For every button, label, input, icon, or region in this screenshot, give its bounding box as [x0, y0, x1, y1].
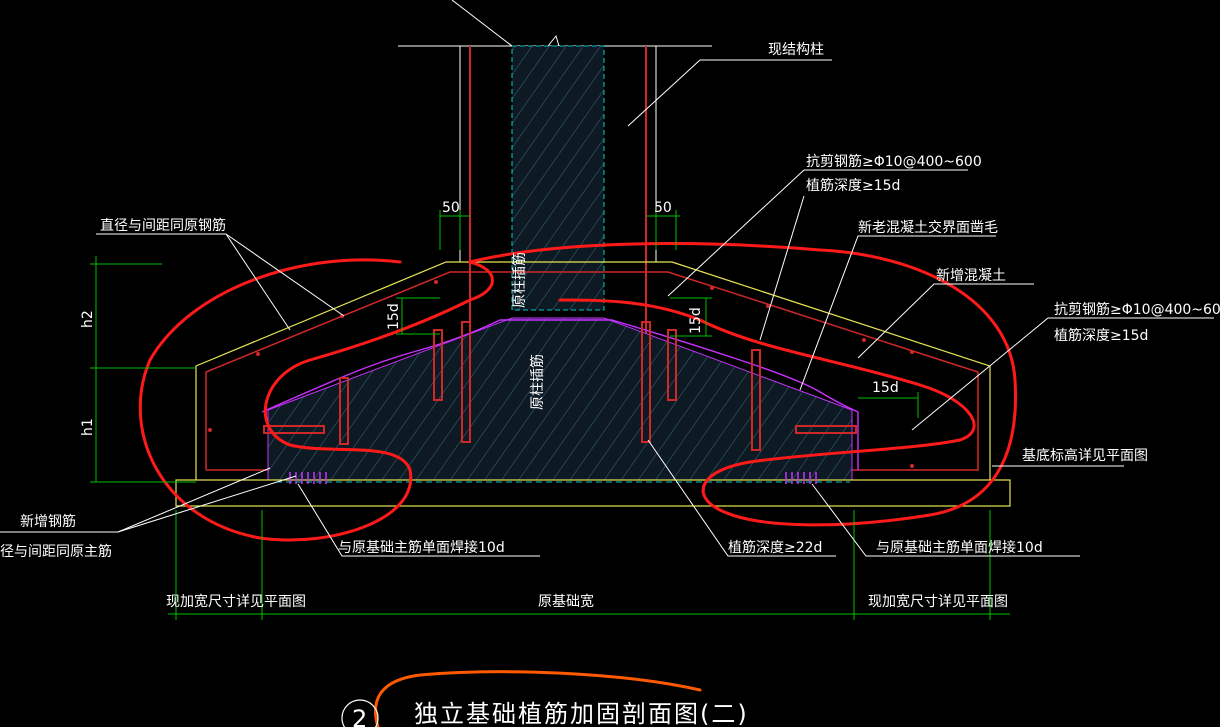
dim-h1: h1: [80, 418, 96, 436]
dim-h2: h2: [80, 310, 96, 328]
title-text: 独立基础植筋加固剖面图(二): [414, 700, 749, 727]
new-rebar-outline: [205, 271, 979, 471]
dowel-bars: [339, 321, 761, 451]
column-group: [398, 34, 712, 440]
anchor-depth-right-label: 植筋深度≥15d: [1054, 327, 1148, 344]
horizontal-bar-left: [263, 425, 325, 434]
shear-rebar-top-label: 抗剪钢筋≥Φ10@400~600: [806, 153, 982, 170]
weld-left: [289, 472, 327, 484]
weld-right: [785, 472, 817, 484]
dowel-bar: [461, 321, 471, 443]
dim-15d-left: 15d: [386, 303, 402, 330]
orig-col-label-mid: 原柱插筋: [529, 354, 546, 410]
orange-mark: [373, 670, 702, 727]
dowel-bar: [641, 321, 651, 443]
title-number: 2: [352, 705, 369, 727]
new-foundation-outline: [195, 261, 991, 480]
drawing-title: 2 独立基础植筋加固剖面图(二): [341, 699, 749, 727]
new-rebar-label: 新增钢筋: [20, 513, 76, 530]
original-foundation: [267, 317, 853, 481]
orig-col-label-top: 原柱插筋: [511, 252, 528, 308]
red-loop-left: [138, 258, 494, 542]
title-number-circle: [341, 699, 379, 727]
weld-right-label: 与原基础主筋单面焊接10d: [876, 539, 1043, 556]
leader-lines: [0, 0, 1214, 557]
dia-spacing-label: 直径与间距同原钢筋: [100, 217, 226, 234]
anchor-depth-22d-label: 植筋深度≥22d: [728, 539, 822, 556]
dowel-bar: [667, 329, 677, 401]
orig-width-label: 原基础宽: [538, 593, 594, 610]
text-labels: 现结构柱 抗剪钢筋≥Φ10@400~600 植筋深度≥15d 直径与间距同原钢筋…: [0, 42, 1220, 610]
base-slab: [175, 479, 1011, 507]
main-bar-note-label: 径与间距同原主筋: [0, 543, 112, 560]
shear-rebar-right-label: 抗剪钢筋≥Φ10@400~600: [1054, 301, 1220, 318]
dowel-bar: [751, 349, 761, 451]
cast-column-label: 现结构柱: [768, 42, 824, 58]
widen-right-label: 现加宽尺寸详见平面图: [868, 593, 1008, 610]
dim-15d-horiz: 15d: [872, 380, 899, 396]
new-concrete-label: 新增混凝土: [936, 268, 1006, 284]
foundation-group: [175, 261, 1011, 507]
original-column: [511, 45, 605, 311]
dim-15d-right: 15d: [688, 307, 704, 334]
rebar-dots: [208, 280, 914, 468]
base-elev-label: 基底标高详见平面图: [1022, 447, 1148, 464]
dowel-bar: [339, 377, 349, 445]
weld-left-label: 与原基础主筋单面焊接10d: [338, 539, 505, 556]
markup-annotations: [138, 242, 1018, 542]
dowel-bar: [433, 329, 443, 401]
dimensions: [90, 210, 1010, 620]
dim-50-left: 50: [442, 200, 460, 216]
anchor-depth-top-label: 植筋深度≥15d: [806, 177, 900, 194]
roughen-label: 新老混凝土交界面凿毛: [858, 219, 998, 236]
red-loop-right: [468, 242, 1018, 527]
horizontal-bar-right: [795, 425, 857, 434]
widen-left-label: 现加宽尺寸详见平面图: [166, 593, 306, 610]
dim-50-right: 50: [654, 200, 672, 216]
